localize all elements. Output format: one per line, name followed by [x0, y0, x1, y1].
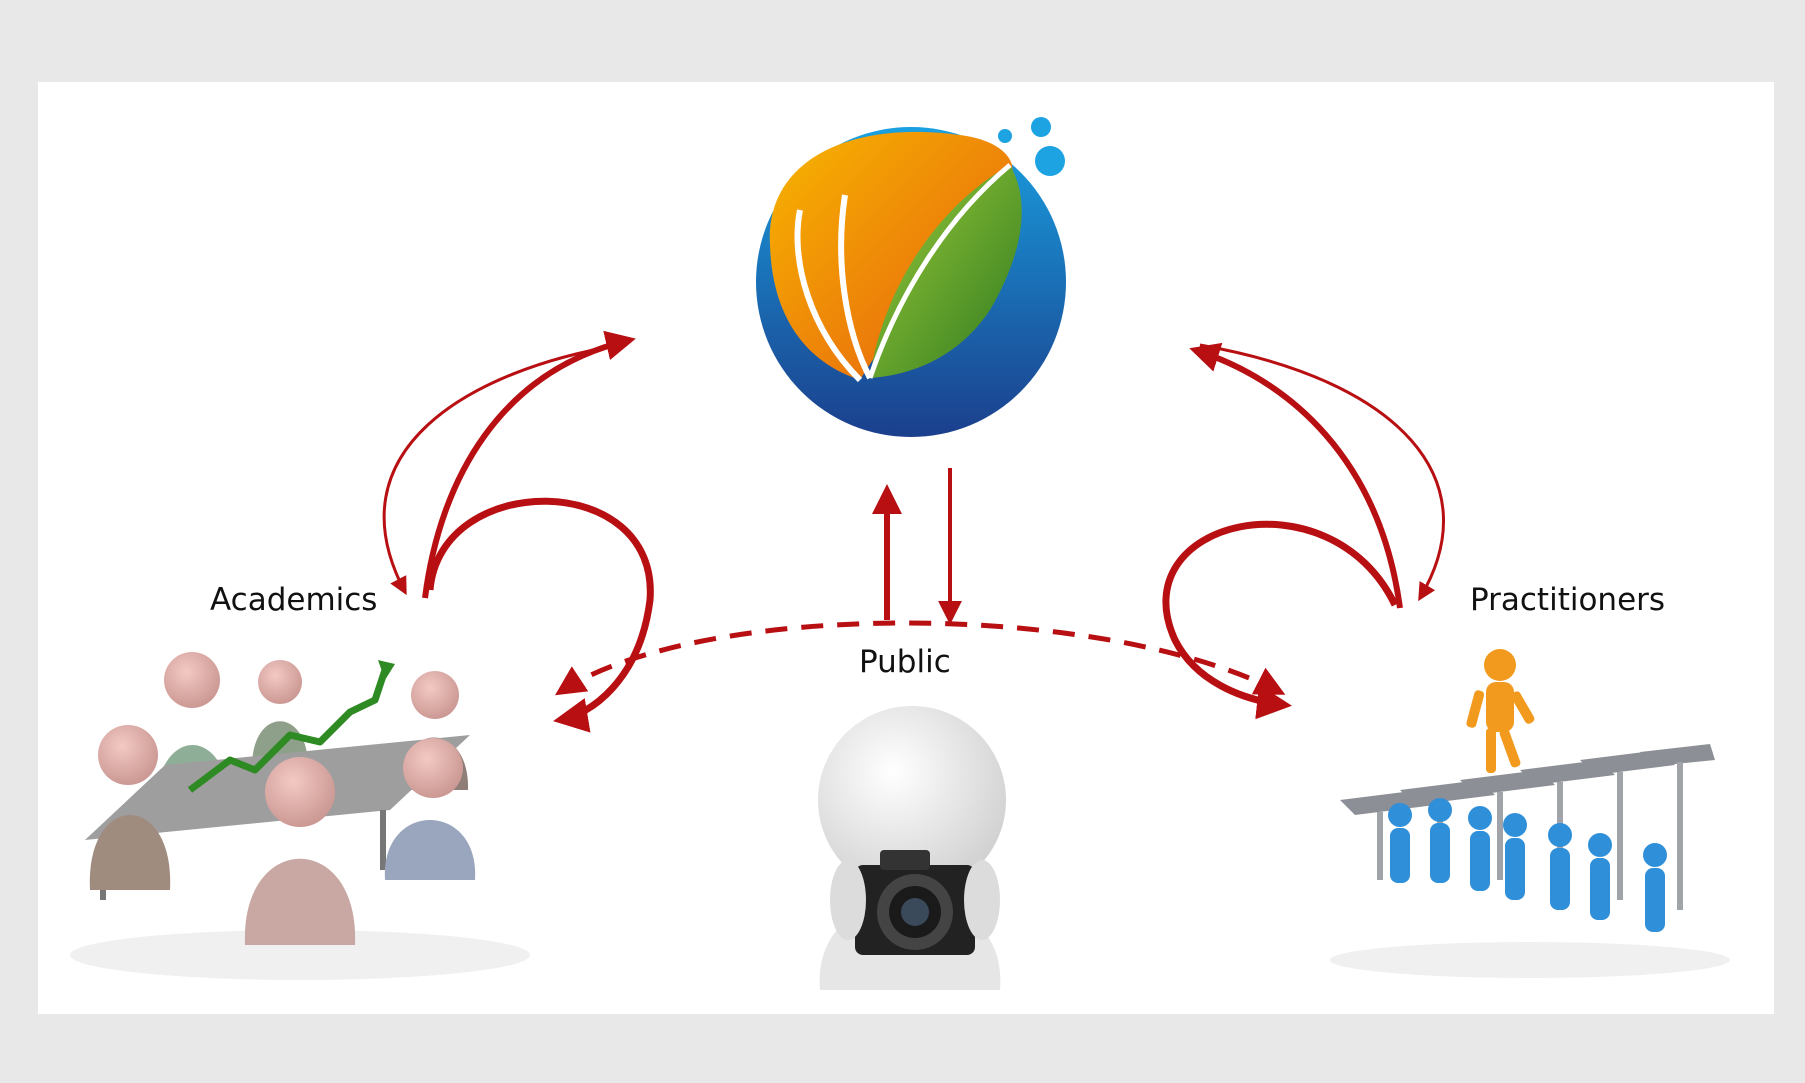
- logo-globe-icon: [756, 117, 1066, 437]
- academics-to-logo-arrow: [422, 330, 636, 599]
- meeting-group-icon: [70, 652, 530, 980]
- practitioners-to-public-arrow: [1162, 520, 1399, 720]
- academics-label: Academics: [210, 582, 378, 618]
- academics-to-public-arrow: [426, 497, 654, 733]
- public-label: Public: [859, 644, 951, 680]
- photographer-icon: [818, 706, 1006, 990]
- logo-to-practitioners-arrow: [1199, 343, 1446, 602]
- logo-to-academics-arrow: [382, 343, 621, 596]
- practitioners-to-logo-arrow: [1189, 342, 1403, 609]
- practitioners-label: Practitioners: [1470, 582, 1666, 618]
- team-lifting-leader-icon: [1330, 649, 1730, 978]
